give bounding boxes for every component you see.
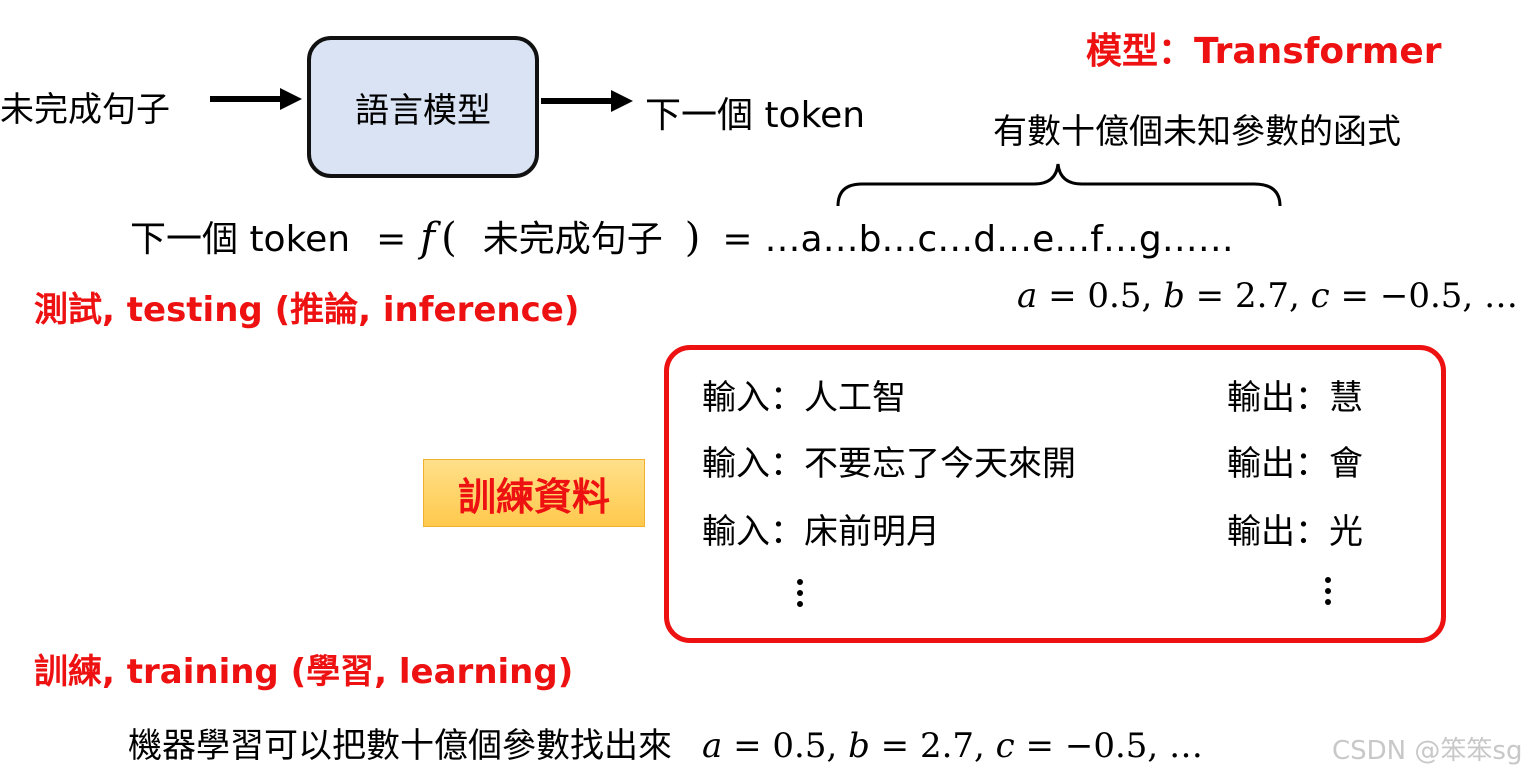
param-a-value: = 0.5, [1048, 276, 1153, 316]
bottom-statement-text: 機器學習可以把數十億個參數找出來 [128, 726, 672, 766]
equation-lhs: 下一個 token [130, 219, 351, 260]
param-b-value: = 2.7, [1195, 276, 1300, 316]
training-data-label-text: 訓練資料 [457, 474, 610, 519]
training-data-box [664, 345, 1446, 643]
input-sentence-label: 未完成句子 [0, 90, 170, 130]
testing-label: 測試, testing (推論, inference) [34, 290, 580, 330]
equals-sign-2: = [722, 219, 753, 260]
data-row-3-output: 輸出：光 [1227, 512, 1363, 552]
param-b: b [1163, 276, 1185, 316]
output-arrow [541, 90, 633, 112]
parameter-values-top: a = 0.5, b = 2.7, c = −0.5, … [1017, 276, 1518, 316]
bottom-statement: 機器學習可以把數十億個參數找出來 a = 0.5, b = 2.7, c = −… [128, 718, 1203, 767]
output-ellipsis-dots [1325, 572, 1331, 610]
input-arrow [210, 88, 302, 110]
bottom-param-a-value: = 0.5, [733, 726, 838, 766]
next-token-label: 下一個 token [645, 95, 866, 136]
input-ellipsis-dots [797, 574, 803, 612]
bottom-param-a: a [702, 726, 723, 766]
language-model-box: 語言模型 [307, 36, 539, 178]
bottom-param-c-value: = −0.5, … [1025, 726, 1204, 766]
model-type-title: 模型：Transformer [1086, 31, 1442, 72]
function-f: f [420, 215, 436, 261]
param-a: a [1017, 276, 1038, 316]
bottom-params: a = 0.5, b = 2.7, c = −0.5, … [702, 726, 1203, 766]
open-paren: ( [441, 215, 457, 261]
training-label: 訓練, training (學習, learning) [34, 652, 574, 692]
param-c-value: = −0.5, … [1340, 276, 1519, 316]
data-row-2-output: 輸出：會 [1227, 444, 1363, 484]
equation-row: 下一個 token = f ( 未完成句子 ) = …a…b…c…d…e…f…g… [130, 210, 1234, 262]
training-data-label: 訓練資料 [423, 459, 645, 527]
param-c: c [1310, 276, 1330, 316]
data-row-1-output: 輸出：慧 [1227, 378, 1363, 418]
bottom-param-b-value: = 2.7, [880, 726, 985, 766]
bottom-param-c: c [995, 726, 1015, 766]
data-row-2-input: 輸入：不要忘了今天來開 [702, 444, 1076, 484]
close-paren: ) [684, 215, 701, 261]
language-model-label: 語言模型 [355, 90, 491, 131]
equals-sign-1: = [376, 219, 407, 260]
data-row-3-input: 輸入：床前明月 [702, 512, 940, 552]
curly-brace [836, 163, 1282, 207]
data-row-1-input: 輸入：人工智 [702, 378, 906, 418]
bottom-param-b: b [848, 726, 870, 766]
brace-label: 有數十億個未知參數的函式 [993, 112, 1401, 152]
watermark: CSDN @笨笨sg [1332, 736, 1523, 766]
equation-argument: 未完成句子 [482, 219, 663, 260]
equation-rhs: …a…b…c…d…e…f…g…… [764, 219, 1234, 260]
